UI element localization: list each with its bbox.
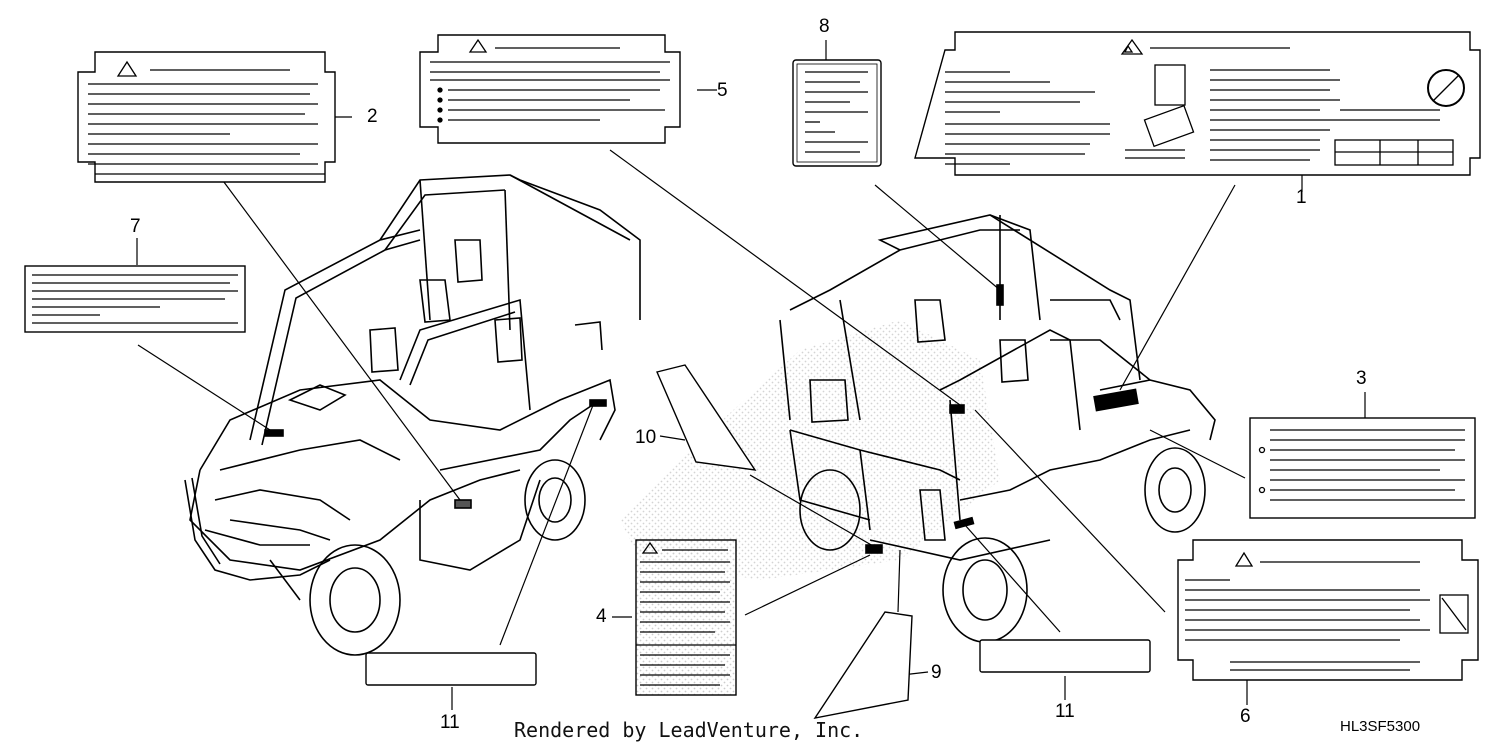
label-9 bbox=[813, 611, 913, 720]
callout-4: 4 bbox=[596, 606, 607, 627]
rendered-by-credit: Rendered by LeadVenture, Inc. bbox=[514, 718, 864, 742]
label-10 bbox=[656, 364, 757, 471]
diagram-code: HL3SF5300 bbox=[1340, 718, 1421, 735]
label-2 bbox=[77, 51, 336, 183]
label-8 bbox=[792, 59, 882, 167]
callout-5: 5 bbox=[717, 80, 728, 101]
label-5 bbox=[419, 34, 681, 144]
shading-area bbox=[620, 320, 1000, 580]
callout-2: 2 bbox=[367, 106, 378, 127]
label-11-right bbox=[979, 639, 1151, 673]
label-3 bbox=[1249, 417, 1476, 519]
right-vehicle bbox=[779, 214, 1216, 643]
callout-11-right: 11 bbox=[1055, 701, 1075, 722]
callout-10: 10 bbox=[635, 427, 657, 448]
callout-3: 3 bbox=[1356, 368, 1367, 389]
callout-8: 8 bbox=[819, 16, 830, 37]
leader-lines bbox=[136, 40, 1366, 710]
label-11-left bbox=[365, 652, 537, 686]
label-1 bbox=[914, 31, 1481, 176]
callout-11-left: 11 bbox=[440, 712, 460, 733]
left-vehicle bbox=[184, 174, 641, 656]
callout-1: 1 bbox=[1296, 187, 1307, 208]
callout-9: 9 bbox=[931, 662, 942, 683]
callout-6: 6 bbox=[1240, 706, 1251, 727]
label-6 bbox=[1177, 539, 1479, 681]
label-7 bbox=[24, 265, 246, 333]
callout-7: 7 bbox=[130, 216, 141, 237]
label-4 bbox=[635, 539, 737, 696]
